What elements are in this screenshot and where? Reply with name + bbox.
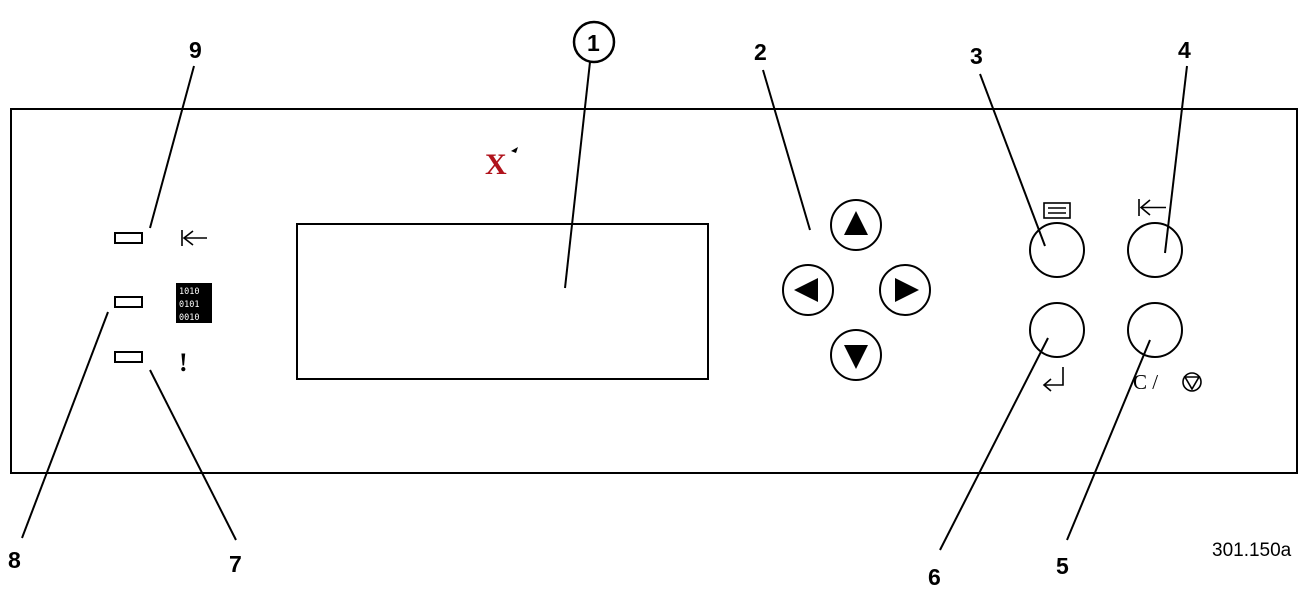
online-led xyxy=(114,232,143,244)
leader-line-5 xyxy=(1066,339,1151,541)
enter-button[interactable] xyxy=(1029,302,1085,358)
leader-line-8 xyxy=(21,311,109,539)
callout-6: 6 xyxy=(928,564,941,589)
leader-line-9 xyxy=(149,65,195,229)
stop-triangle-icon xyxy=(1182,372,1202,392)
svg-text:1010: 1010 xyxy=(179,287,199,297)
cancel-stop-button[interactable] xyxy=(1127,302,1183,358)
callout-2: 2 xyxy=(754,39,767,65)
nav-up-button[interactable] xyxy=(830,199,882,251)
tab-arrow-left-icon xyxy=(181,230,207,246)
nav-down-button[interactable] xyxy=(830,329,882,381)
callout-1: 1 xyxy=(587,30,600,56)
figure-id: 301.150a xyxy=(1212,540,1292,561)
nav-left-button[interactable] xyxy=(782,264,834,316)
callout-9: 9 xyxy=(189,37,202,63)
lcd-display xyxy=(296,223,709,380)
xerox-logo-swash xyxy=(511,147,518,153)
callout-3: 3 xyxy=(970,43,983,69)
menu-icon xyxy=(1043,202,1071,219)
nav-right-button[interactable] xyxy=(879,264,931,316)
arrow-up-icon xyxy=(844,211,868,235)
arrow-left-icon xyxy=(794,278,818,302)
svg-text:0010: 0010 xyxy=(179,313,199,323)
callout-8: 8 xyxy=(8,547,21,573)
leader-line-2 xyxy=(762,69,811,231)
leader-line-7 xyxy=(149,369,237,541)
online-button[interactable] xyxy=(1127,222,1183,278)
enter-return-icon xyxy=(1042,367,1064,392)
callout-4: 4 xyxy=(1178,37,1191,63)
menu-button[interactable] xyxy=(1029,222,1085,278)
exclamation-icon: ! xyxy=(179,348,188,377)
cancel-label: C / xyxy=(1133,370,1158,394)
svg-text:0101: 0101 xyxy=(179,300,199,310)
leader-line-6 xyxy=(939,337,1049,551)
xerox-logo: X xyxy=(485,148,507,181)
control-panel-frame xyxy=(10,108,1298,474)
arrow-right-icon xyxy=(895,278,919,302)
leader-line-1 xyxy=(564,61,591,289)
tab-arrow-left-icon xyxy=(1138,199,1166,216)
data-led xyxy=(114,296,143,308)
callout-1-circle xyxy=(572,20,616,64)
binary-data-icon: 1010 0101 0010 xyxy=(176,283,212,323)
arrow-down-icon xyxy=(844,345,868,369)
leader-line-4 xyxy=(1164,65,1188,254)
callout-5: 5 xyxy=(1056,553,1069,579)
error-led xyxy=(114,351,143,363)
callout-7: 7 xyxy=(229,551,242,577)
leader-line-3 xyxy=(979,73,1046,247)
